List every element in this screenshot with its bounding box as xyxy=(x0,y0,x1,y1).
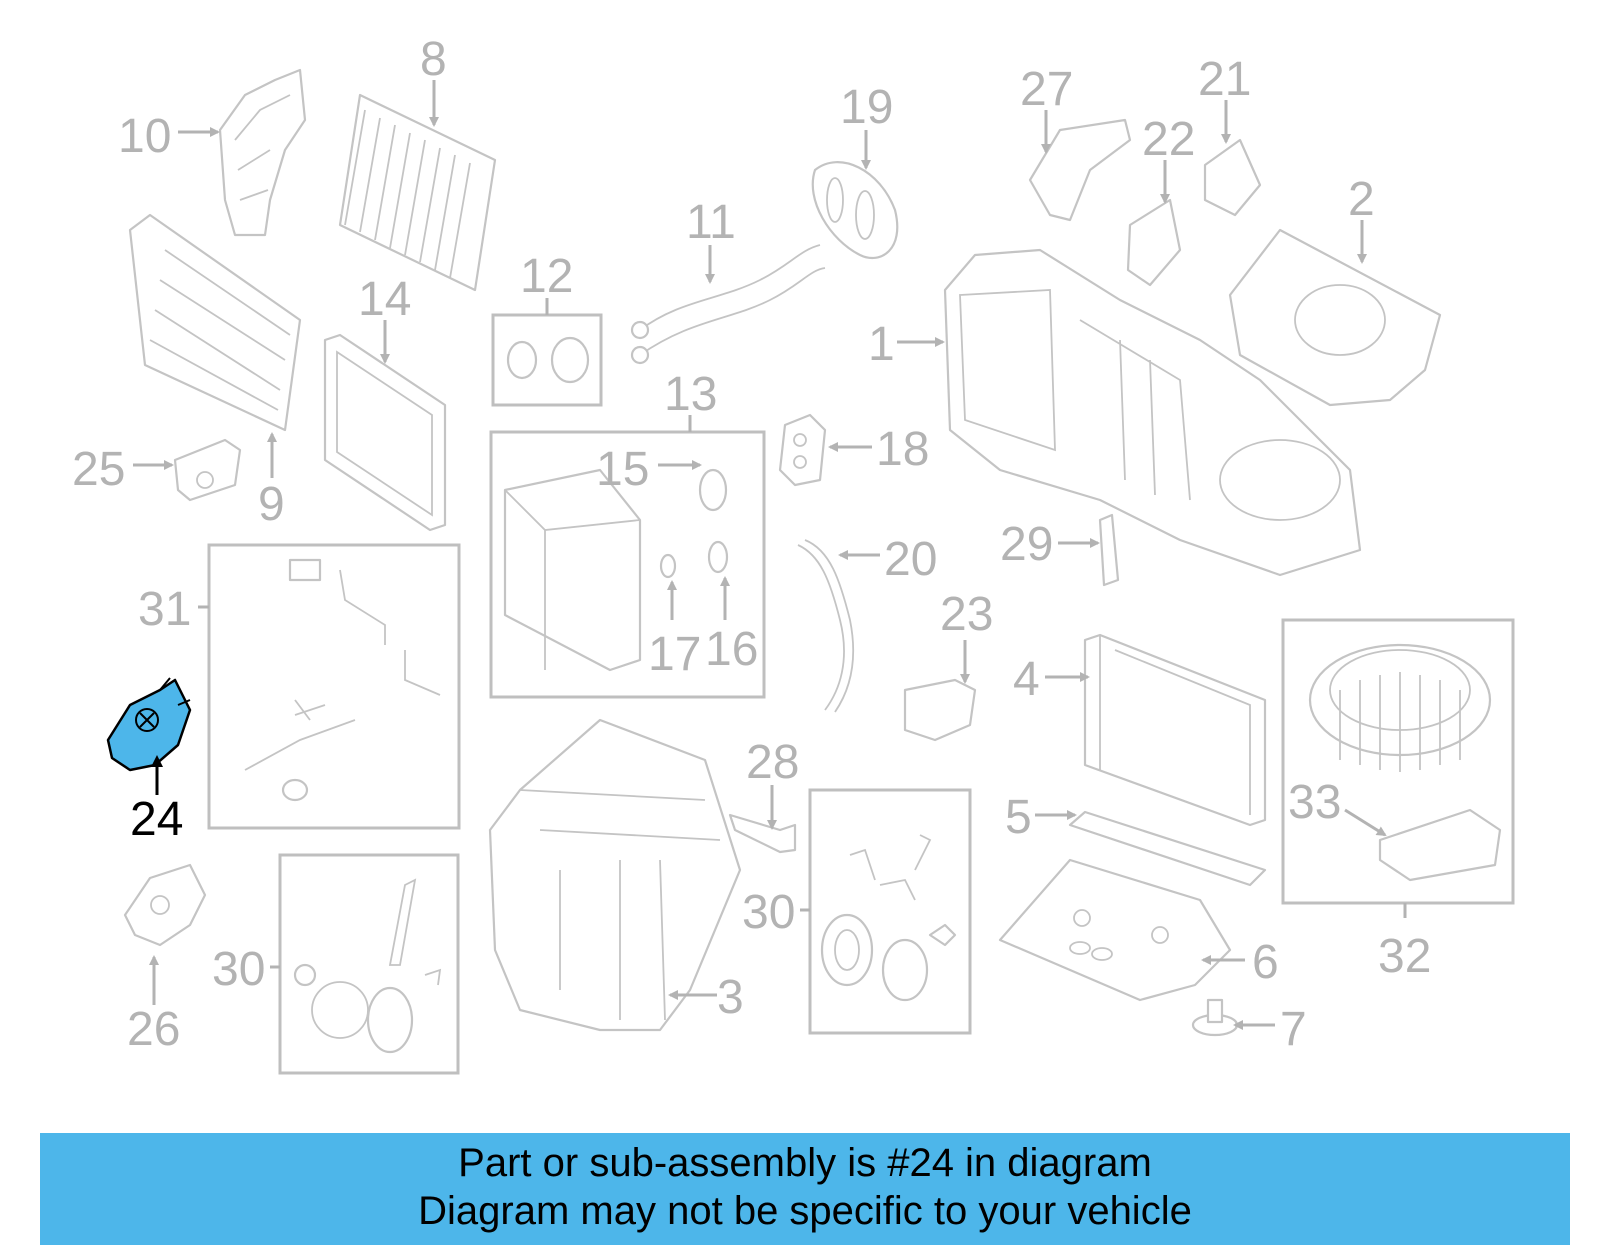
part-14-filter-frame xyxy=(323,333,447,532)
callout-2: 2 xyxy=(1348,173,1375,226)
part-32-box xyxy=(1281,618,1515,905)
callout-29: 29 xyxy=(1000,518,1053,571)
callout-13: 13 xyxy=(664,368,717,421)
leader-lines xyxy=(133,80,1407,1030)
part-28-sensor xyxy=(728,813,797,854)
callout-32: 32 xyxy=(1378,930,1431,983)
part-13-box xyxy=(489,430,766,699)
callout-24: 24 xyxy=(130,793,183,846)
callout-30-left: 30 xyxy=(212,943,265,996)
part-11-pipes xyxy=(630,244,826,365)
part-20-hose xyxy=(797,539,855,713)
part-27-bracket xyxy=(1028,118,1132,222)
callout-1: 1 xyxy=(868,318,895,371)
part-26-actuator xyxy=(123,863,207,947)
callout-31: 31 xyxy=(138,583,191,636)
callout-5: 5 xyxy=(1005,791,1032,844)
callout-21: 21 xyxy=(1198,53,1251,106)
callout-26: 26 xyxy=(127,1003,180,1056)
callout-18: 18 xyxy=(876,423,929,476)
part-30-box-middle xyxy=(808,788,972,1035)
part-7-clip xyxy=(1191,998,1239,1037)
part-29-sensor xyxy=(1098,513,1120,587)
callout-8: 8 xyxy=(420,33,447,86)
banner-part-line: Part or sub-assembly is #24 in diagram xyxy=(458,1141,1152,1185)
part-10-bracket xyxy=(218,68,307,237)
callout-9: 9 xyxy=(258,478,285,531)
part-5-strip xyxy=(1068,810,1267,887)
callout-19: 19 xyxy=(840,81,893,134)
part-22-actuator xyxy=(1126,198,1182,287)
callout-33: 33 xyxy=(1288,776,1341,829)
callout-10: 10 xyxy=(118,110,171,163)
callout-11: 11 xyxy=(686,196,736,249)
callout-6: 6 xyxy=(1252,936,1279,989)
part-21-actuator xyxy=(1203,138,1262,217)
part-3-heater-box xyxy=(488,718,742,1032)
part-6-cover xyxy=(998,858,1232,1002)
part-8-heater-core xyxy=(338,93,497,292)
callout-16: 16 xyxy=(705,623,758,676)
callout-23: 23 xyxy=(940,588,993,641)
part-24-actuator-highlighted xyxy=(106,677,192,772)
callout-30-middle: 30 xyxy=(742,886,795,939)
part-25-actuator xyxy=(173,438,242,502)
callout-4: 4 xyxy=(1013,653,1040,706)
part-30-box-left xyxy=(278,853,460,1075)
info-banner: Part or sub-assembly is #24 in diagram D… xyxy=(40,1133,1570,1245)
part-23-actuator xyxy=(903,678,977,742)
callout-25: 25 xyxy=(72,443,125,496)
part-31-box xyxy=(207,543,461,830)
callout-17: 17 xyxy=(648,628,701,681)
callout-12: 12 xyxy=(520,250,573,303)
part-4-filter xyxy=(1083,633,1267,827)
part-2-blower-housing xyxy=(1228,228,1442,407)
callout-15: 15 xyxy=(596,443,649,496)
callout-labels: 10 8 9 14 25 12 11 19 13 15 17 16 18 20 … xyxy=(72,33,1431,1056)
part-9-evaporator xyxy=(128,213,302,432)
part-19-grommet xyxy=(811,161,899,260)
callout-27: 27 xyxy=(1020,63,1073,116)
callout-28: 28 xyxy=(746,736,799,789)
callout-22: 22 xyxy=(1142,113,1195,166)
callout-7: 7 xyxy=(1280,1003,1307,1056)
part-12-box xyxy=(491,313,603,407)
part-1-hvac-housing xyxy=(943,248,1362,577)
banner-disclaimer-line: Diagram may not be specific to your vehi… xyxy=(418,1189,1192,1233)
callout-14: 14 xyxy=(358,273,411,326)
part-18-clip xyxy=(778,413,827,487)
callout-20: 20 xyxy=(884,533,937,586)
callout-3: 3 xyxy=(717,971,744,1024)
